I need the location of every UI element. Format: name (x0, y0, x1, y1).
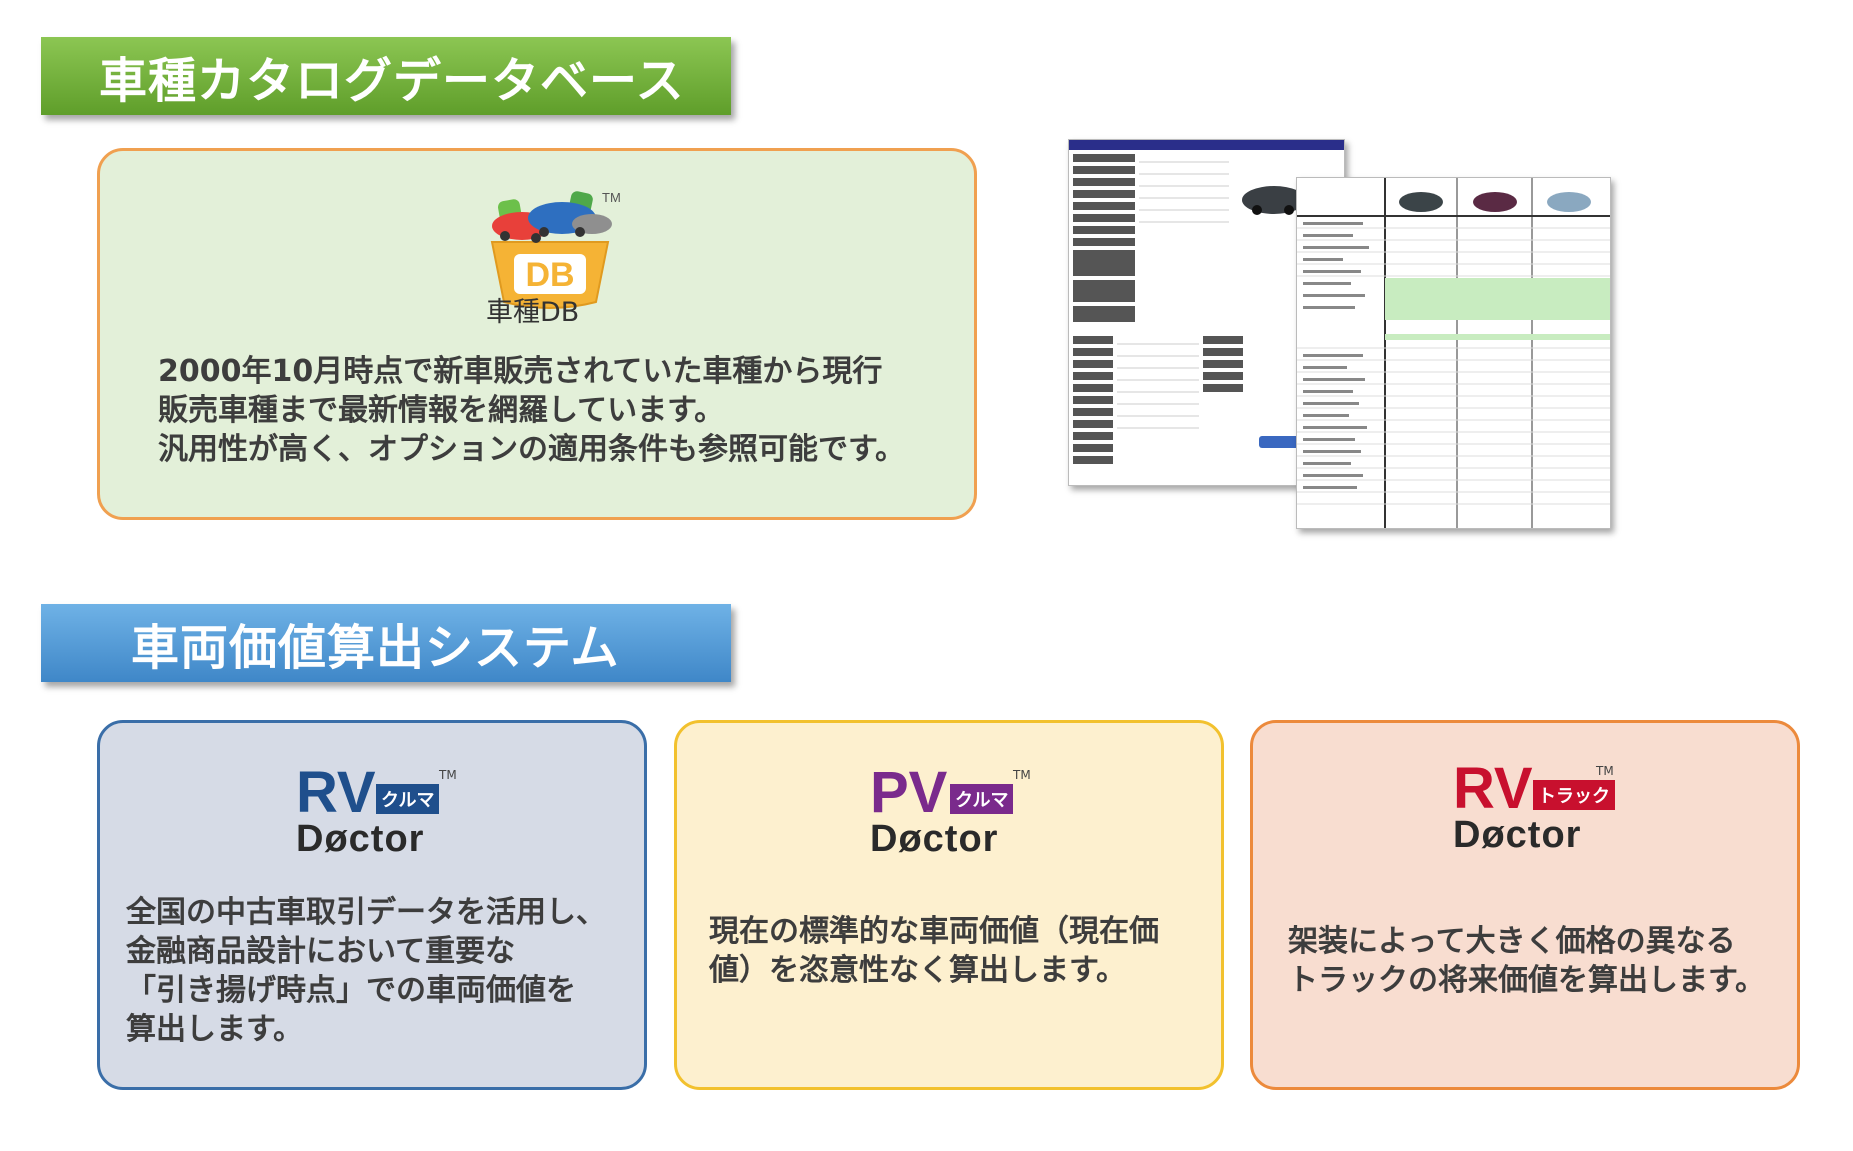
pv-logo-tag: クルマ (950, 784, 1014, 814)
pv-doctor-car-logo: PV クルマ Døctor TM (870, 762, 1040, 861)
db-tm-mark: TM (602, 190, 621, 205)
pv-tm-mark: TM (1013, 768, 1031, 782)
rv-doctor-truck-card (1250, 720, 1800, 1090)
rv-doctor-truck-logo: RV トラック Døctor TM (1453, 758, 1623, 856)
catalog-description: 2000年10月時点で新車販売されていた車種から現行 販売車種まで最新情報を網羅… (158, 354, 905, 467)
pv-logo-main: PV (870, 760, 948, 825)
pv-doctor-car-description: 現在の標準的な車両価値（現在価 値）を恣意性なく算出します。 (709, 914, 1159, 988)
truck-logo-sub: Døctor (1453, 814, 1582, 856)
truck-logo-main: RV (1453, 756, 1533, 821)
truck-logo-tag: トラック (1533, 780, 1615, 810)
spec-sheet-image-back (1296, 177, 1611, 529)
rv-logo-main: RV (296, 760, 376, 825)
catalog-section-title: 車種カタログデータベース (41, 37, 731, 115)
truck-tm-mark: TM (1596, 764, 1614, 778)
rv-logo-sub: Døctor (296, 818, 425, 860)
rv-doctor-car-card (97, 720, 647, 1090)
rv-doctor-car-logo: RV クルマ Døctor TM (296, 762, 466, 861)
valuation-section-title: 車両価値算出システム (41, 604, 731, 682)
rv-tm-mark: TM (439, 768, 457, 782)
car-db-logo-icon: DB TM (490, 190, 621, 309)
db-logo-caption: 車種DB (486, 297, 580, 328)
pv-logo-sub: Døctor (870, 818, 999, 860)
rv-logo-tag: クルマ (376, 784, 440, 814)
rv-doctor-truck-description: 架装によって大きく価格の異なる トラックの将来価値を算出します。 (1288, 924, 1765, 998)
pv-doctor-car-card (674, 720, 1224, 1090)
rv-doctor-car-description: 全国の中古車取引データを活用し、 金融商品設計において重要な 「引き揚げ時点」で… (126, 895, 606, 1047)
db-logo-letters: DB (525, 256, 574, 294)
